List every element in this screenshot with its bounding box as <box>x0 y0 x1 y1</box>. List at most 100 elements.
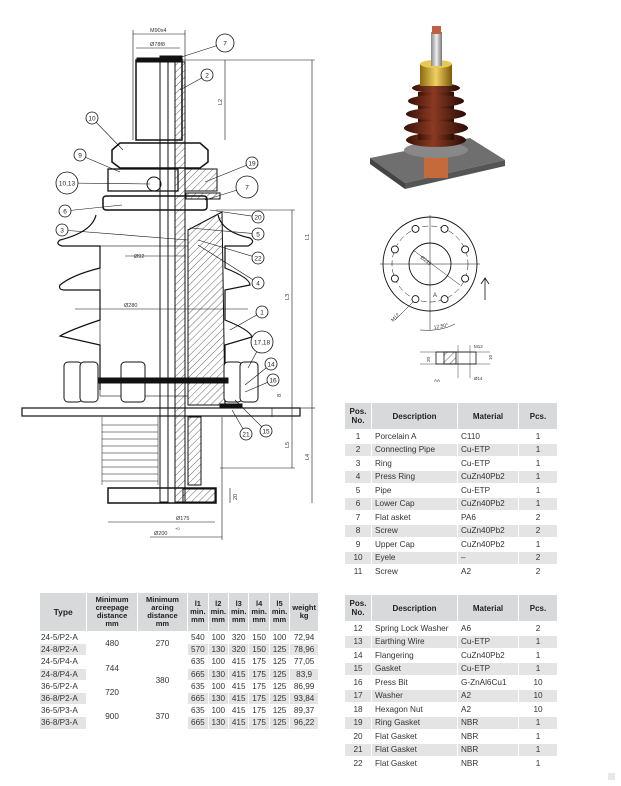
cell-desc: Lower Cap <box>372 497 457 510</box>
cell-l5: 125 <box>269 644 290 656</box>
cell-l5: 125 <box>272 657 287 667</box>
cell-l3: 415 <box>231 706 246 716</box>
cell-pos: 7 <box>355 512 361 522</box>
cell-desc: Flat Gasket <box>372 743 457 756</box>
col-description: Description <box>372 403 457 429</box>
dim-20-flange: 20 <box>426 356 431 362</box>
cell-material: A2 <box>458 689 518 702</box>
cell-desc: Ring <box>375 458 392 468</box>
cell-l4: 175 <box>249 668 269 680</box>
callout-number: 7 <box>245 185 249 192</box>
cell-l2: 100 <box>211 706 226 716</box>
cell-material: CuZn40Pb2 <box>458 470 518 483</box>
dim-l4: L4 <box>305 454 311 460</box>
cell-desc: Press Bit <box>375 677 408 687</box>
bolt-hole <box>411 224 420 233</box>
cell-pcs: 10 <box>533 704 543 714</box>
cell-material: C110 <box>461 431 480 441</box>
callout-leader <box>197 244 259 284</box>
cell-pos: 11 <box>353 566 363 576</box>
table-header: Pos. No. Description Material Pcs. <box>345 595 557 621</box>
cell-desc: Porcelain A <box>375 431 417 441</box>
dim-d175: Ø175 <box>176 516 189 522</box>
cell-material: Cu-ETP <box>461 485 491 495</box>
col-l3: l3 min. mm <box>228 593 249 631</box>
flange-top-view: Ø235 M12 12,50° A <box>380 215 490 331</box>
cell-l5: 125 <box>269 668 290 680</box>
cell-pcs: 1 <box>519 716 557 729</box>
col-type: Type <box>40 593 87 631</box>
cell-pcs: 1 <box>519 635 557 648</box>
cell-type: 24-5/P4-A <box>41 657 78 667</box>
callout-circle <box>239 427 253 441</box>
cell-l5: 125 <box>272 706 287 716</box>
cell-l3: 415 <box>231 657 246 667</box>
cell-pcs: 10 <box>533 677 543 687</box>
callout-number: 7 <box>223 41 227 48</box>
callout-number: 16 <box>269 378 277 385</box>
cell-l3: 320 <box>231 633 246 643</box>
col-material: Material <box>458 403 518 429</box>
cell-l1: 570 <box>188 644 208 656</box>
callout-leader <box>234 399 267 432</box>
cell-l2: 130 <box>208 717 228 729</box>
callout-number: 22 <box>254 256 262 263</box>
cell-desc: Spring Lock Washer <box>375 623 449 633</box>
dim-m12-thread: M12 <box>474 344 483 349</box>
cell-pos: 22 <box>353 758 363 768</box>
cell-l1: 635 <box>191 681 205 691</box>
cell-material: – <box>458 551 518 564</box>
dimension-labels: M90x4 Ø78f8 L2 L1 L3 L4 L5 Ø92 Ø280 Ø175… <box>124 28 311 537</box>
cell-desc: Washer <box>372 689 457 702</box>
cell-material: A2 <box>461 704 472 714</box>
dim-8: 8 <box>277 394 283 397</box>
cell-material: Cu-ETP <box>458 662 518 675</box>
col-pos: Pos. No. <box>345 595 371 621</box>
cell-pos: 6 <box>345 497 371 510</box>
cell-l3: 415 <box>228 717 249 729</box>
col-l1: l1 min. mm <box>188 593 208 631</box>
cell-l2: 130 <box>208 668 228 680</box>
dim-l2: L2 <box>218 99 224 105</box>
callout-number: 5 <box>256 232 260 239</box>
dim-d200: Ø200 <box>154 531 167 537</box>
cell-material: Cu-ETP <box>458 635 518 648</box>
cell-pos: 13 <box>345 635 371 648</box>
dim-d92: Ø92 <box>134 254 144 260</box>
col-arcing: Minimum arcing distance mm <box>137 593 188 631</box>
cell-desc: Screw <box>372 524 457 537</box>
col-l2: l2 min. mm <box>208 593 228 631</box>
callout-number: 19 <box>248 161 256 168</box>
cell-pcs: 1 <box>535 731 541 741</box>
cell-desc: Gasket <box>372 662 457 675</box>
col-l4: l4 min. mm <box>249 593 269 631</box>
cell-material: CuZn40Pb2 <box>458 497 518 510</box>
cell-weight: 78,96 <box>290 644 318 656</box>
cell-material: CuZn40Pb2 <box>461 539 505 549</box>
cell-desc: Flat Gasket <box>375 731 417 741</box>
cell-pos: 12 <box>353 623 363 633</box>
cell-pcs: 1 <box>519 443 557 456</box>
section-label-aa: AA <box>434 378 440 383</box>
cell-l3: 415 <box>228 692 249 705</box>
cell-arcing: 380 <box>137 656 188 705</box>
product-photo <box>370 26 505 189</box>
cell-weight: 96,22 <box>290 717 318 729</box>
callout-leader <box>189 227 259 235</box>
dim-stud-diameter: Ø78f8 <box>150 42 165 48</box>
cell-l4: 175 <box>252 681 266 691</box>
section-aa-view: M12 AA Ø14 10 20 <box>420 344 493 383</box>
